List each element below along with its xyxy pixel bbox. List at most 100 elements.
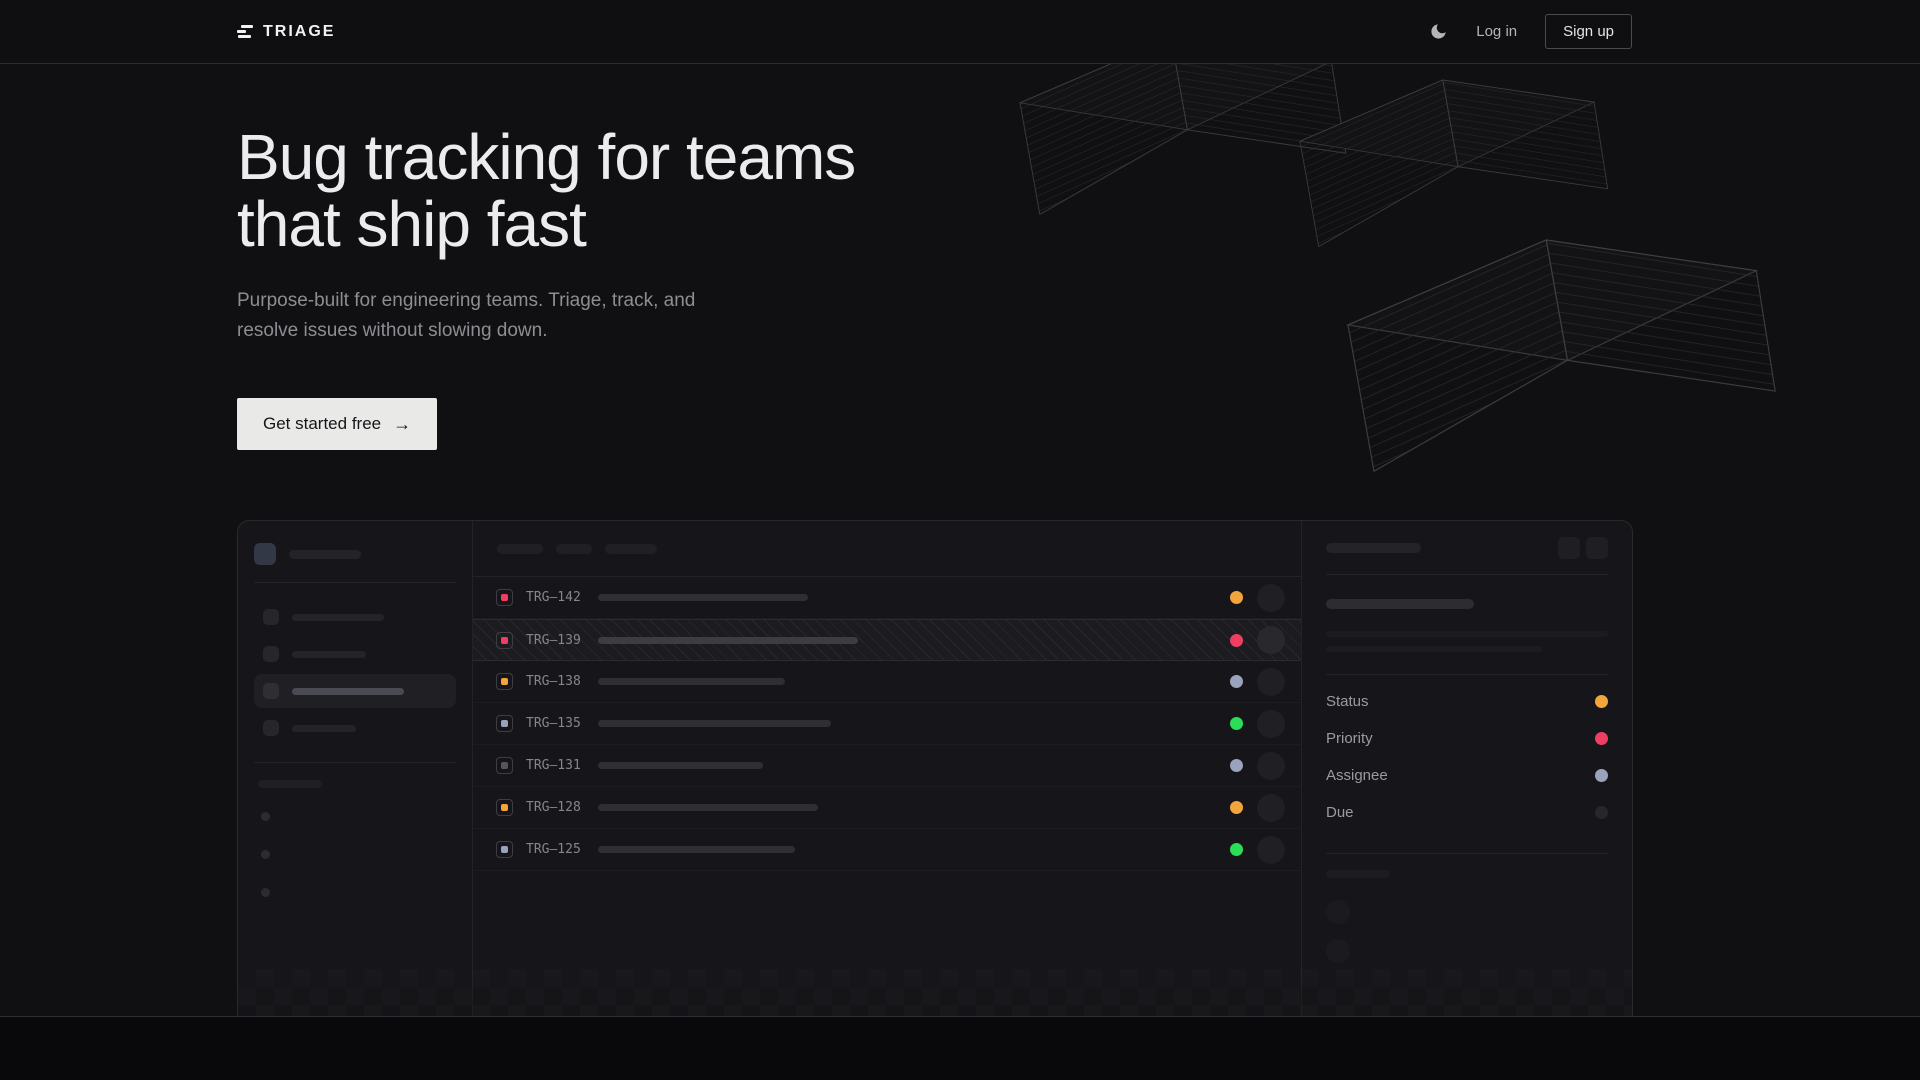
assignee-avatar: [1257, 584, 1285, 612]
status-dot: [1230, 843, 1243, 856]
workspace-row: [254, 543, 456, 565]
property-row: Assignee: [1326, 757, 1608, 794]
brand[interactable]: TRIAGE: [237, 23, 335, 41]
issue-id: TRG–131: [526, 758, 584, 773]
status-dot: [1230, 801, 1243, 814]
issue-rows: TRG–142TRG–139TRG–138TRG–135TRG–131TRG–1…: [473, 577, 1301, 871]
issue-title-skeleton: [598, 594, 808, 601]
issue-id: TRG–138: [526, 674, 584, 689]
sidebar-item-icon: [263, 720, 279, 736]
sidebar-dot: [261, 812, 270, 821]
detail-description-skeleton: [1326, 631, 1608, 637]
top-nav: TRIAGE Log in Sign up: [0, 0, 1920, 64]
sidebar-item-label-skeleton: [292, 614, 384, 621]
issue-type-icon: [496, 632, 513, 649]
issue-id: TRG–142: [526, 590, 584, 605]
hero-title-line1: Bug tracking for teams: [237, 124, 1633, 191]
sidebar-item-label-skeleton: [292, 725, 356, 732]
issue-row: TRG–125: [473, 829, 1301, 871]
status-dot: [1230, 634, 1243, 647]
detail-header-skeleton: [1326, 543, 1421, 553]
issue-row: TRG–131: [473, 745, 1301, 787]
hero-title: Bug tracking for teams that ship fast: [237, 124, 1633, 258]
issue-detail-panel: StatusPriorityAssigneeDue: [1301, 521, 1632, 1016]
assignee-avatar: [1257, 626, 1285, 654]
issue-type-icon: [496, 589, 513, 606]
detail-actions: [1558, 537, 1608, 559]
issue-title-skeleton: [598, 846, 795, 853]
issue-title-skeleton: [598, 804, 818, 811]
filter-pill-skeleton: [605, 544, 657, 554]
issue-row: TRG–135: [473, 703, 1301, 745]
get-started-label: Get started free: [263, 414, 381, 434]
hero-subtitle-line2: resolve issues without slowing down.: [237, 316, 1633, 346]
property-value-dot: [1595, 732, 1608, 745]
detail-title-skeleton: [1326, 599, 1474, 609]
issue-type-dot: [501, 762, 508, 769]
status-dot: [1230, 717, 1243, 730]
property-label: Priority: [1326, 730, 1373, 747]
status-dot: [1230, 675, 1243, 688]
issue-row: TRG–138: [473, 661, 1301, 703]
detail-action-button: [1558, 537, 1580, 559]
property-row: Status: [1326, 683, 1608, 720]
login-link[interactable]: Log in: [1476, 23, 1517, 40]
detail-action-button: [1586, 537, 1608, 559]
nav-actions: Log in Sign up: [1429, 14, 1632, 49]
detail-divider: [1326, 853, 1608, 854]
signup-button[interactable]: Sign up: [1545, 14, 1632, 49]
mockup-sidebar: [238, 521, 473, 1016]
issue-type-dot: [501, 678, 508, 685]
issue-type-icon: [496, 757, 513, 774]
property-label: Status: [1326, 693, 1369, 710]
assignee-avatar: [1257, 710, 1285, 738]
sidebar-item-label-skeleton: [292, 688, 404, 695]
issue-title-skeleton: [598, 678, 785, 685]
issue-type-dot: [501, 804, 508, 811]
property-value-dot: [1595, 806, 1608, 819]
issue-type-dot: [501, 637, 508, 644]
workspace-avatar: [254, 543, 276, 565]
moon-icon: [1429, 22, 1448, 41]
sidebar-item-skeleton: [254, 600, 456, 634]
sidebar-item-icon: [263, 683, 279, 699]
hero-title-line2: that ship fast: [237, 191, 1633, 258]
detail-properties: StatusPriorityAssigneeDue: [1326, 683, 1608, 831]
get-started-button[interactable]: Get started free →: [237, 398, 437, 450]
comment-avatar: [1326, 900, 1350, 924]
property-row: Priority: [1326, 720, 1608, 757]
sidebar-item-skeleton: [254, 711, 456, 745]
sidebar-item-skeleton: [254, 637, 456, 671]
issue-title-skeleton: [598, 762, 763, 769]
status-dot: [1230, 591, 1243, 604]
sidebar-nav: [254, 600, 456, 745]
issue-type-icon: [496, 841, 513, 858]
sidebar-section-label-skeleton: [258, 780, 322, 788]
sidebar-dot: [261, 850, 270, 859]
triage-logo-icon: [237, 25, 253, 38]
filter-pill-skeleton: [497, 544, 543, 554]
assignee-avatar: [1257, 668, 1285, 696]
theme-toggle-button[interactable]: [1429, 22, 1448, 41]
issue-type-dot: [501, 594, 508, 601]
sidebar-item-icon: [263, 609, 279, 625]
issue-list: TRG–142TRG–139TRG–138TRG–135TRG–131TRG–1…: [473, 521, 1301, 1016]
sidebar-item-label-skeleton: [292, 651, 366, 658]
assignee-avatar: [1257, 794, 1285, 822]
property-value-dot: [1595, 695, 1608, 708]
app-preview-mockup: TRG–142TRG–139TRG–138TRG–135TRG–131TRG–1…: [237, 520, 1633, 1016]
next-section-strip: [0, 1016, 1920, 1080]
issue-list-header: [473, 521, 1301, 577]
arrow-right-icon: →: [393, 415, 411, 433]
assignee-avatar: [1257, 836, 1285, 864]
property-label: Assignee: [1326, 767, 1388, 784]
comment-avatar: [1326, 939, 1350, 963]
detail-divider: [1326, 674, 1608, 675]
issue-type-dot: [501, 846, 508, 853]
hero-subtitle: Purpose-built for engineering teams. Tri…: [237, 286, 1633, 346]
issue-id: TRG–139: [526, 633, 584, 648]
workspace-name-skeleton: [289, 550, 361, 559]
issue-row: TRG–128: [473, 787, 1301, 829]
issue-row: TRG–142: [473, 577, 1301, 619]
